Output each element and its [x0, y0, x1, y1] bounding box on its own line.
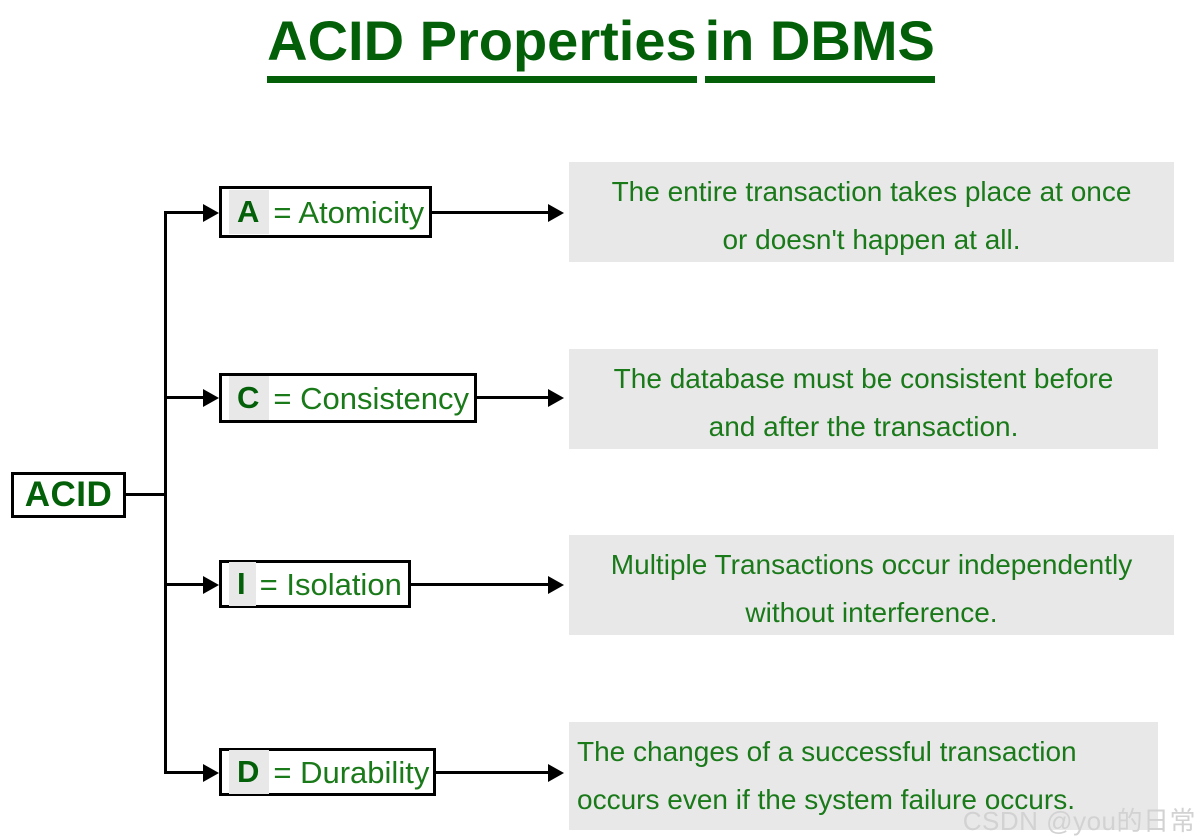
property-letter-d: D	[229, 750, 270, 794]
property-name-durability: = Durability	[273, 754, 430, 790]
page-title-part2: in DBMS	[704, 8, 935, 83]
description-box-atomicity: The entire transaction takes place at on…	[569, 162, 1174, 262]
description-box-durability: The changes of a successful transaction …	[569, 722, 1158, 830]
arrow-branch-isolation	[203, 576, 219, 594]
property-letter-c: C	[229, 376, 270, 420]
connector-branch-isolation	[164, 583, 204, 586]
property-box-durability: D = Durability	[219, 748, 436, 796]
description-box-isolation: Multiple Transactions occur independentl…	[569, 535, 1174, 635]
connector-branch-durability	[164, 771, 204, 774]
root-node-label: ACID	[24, 475, 113, 514]
connector-isolation-to-description	[411, 583, 550, 586]
description-line: The entire transaction takes place at on…	[611, 176, 1132, 207]
description-line: Multiple Transactions occur independentl…	[610, 549, 1133, 580]
description-line: or doesn't happen at all.	[722, 224, 1021, 255]
page-title-part1: ACID Properties	[267, 8, 697, 83]
arrow-isolation-to-description	[548, 576, 564, 594]
description-line: and after the transaction.	[708, 411, 1019, 442]
connector-consistency-to-description	[477, 396, 550, 399]
connector-vertical-trunk	[164, 211, 167, 774]
arrow-atomicity-to-description	[548, 204, 564, 222]
connector-branch-atomicity	[164, 211, 204, 214]
connector-durability-to-description	[436, 771, 550, 774]
root-node-acid: ACID	[11, 472, 126, 518]
description-line: The database must be consistent before	[613, 363, 1114, 394]
description-line: The changes of a successful transaction	[577, 736, 1077, 767]
arrow-branch-consistency	[203, 389, 219, 407]
property-name-isolation: = Isolation	[259, 566, 402, 602]
arrow-branch-atomicity	[203, 204, 219, 222]
arrow-branch-durability	[203, 764, 219, 782]
property-letter-a: A	[229, 190, 270, 234]
property-box-atomicity: A = Atomicity	[219, 186, 432, 238]
connector-root-to-trunk	[126, 493, 167, 496]
property-box-isolation: I = Isolation	[219, 560, 411, 608]
arrow-consistency-to-description	[548, 389, 564, 407]
connector-branch-consistency	[164, 396, 204, 399]
arrow-durability-to-description	[548, 764, 564, 782]
property-name-atomicity: = Atomicity	[273, 194, 425, 230]
watermark: CSDN @you的日常	[962, 806, 1196, 836]
property-letter-i: I	[229, 562, 256, 606]
description-line: occurs even if the system failure occurs…	[577, 784, 1075, 815]
description-line: without interference.	[745, 597, 998, 628]
description-box-consistency: The database must be consistent before a…	[569, 349, 1158, 449]
connector-atomicity-to-description	[432, 211, 550, 214]
property-box-consistency: C = Consistency	[219, 373, 477, 423]
property-name-consistency: = Consistency	[273, 380, 469, 416]
